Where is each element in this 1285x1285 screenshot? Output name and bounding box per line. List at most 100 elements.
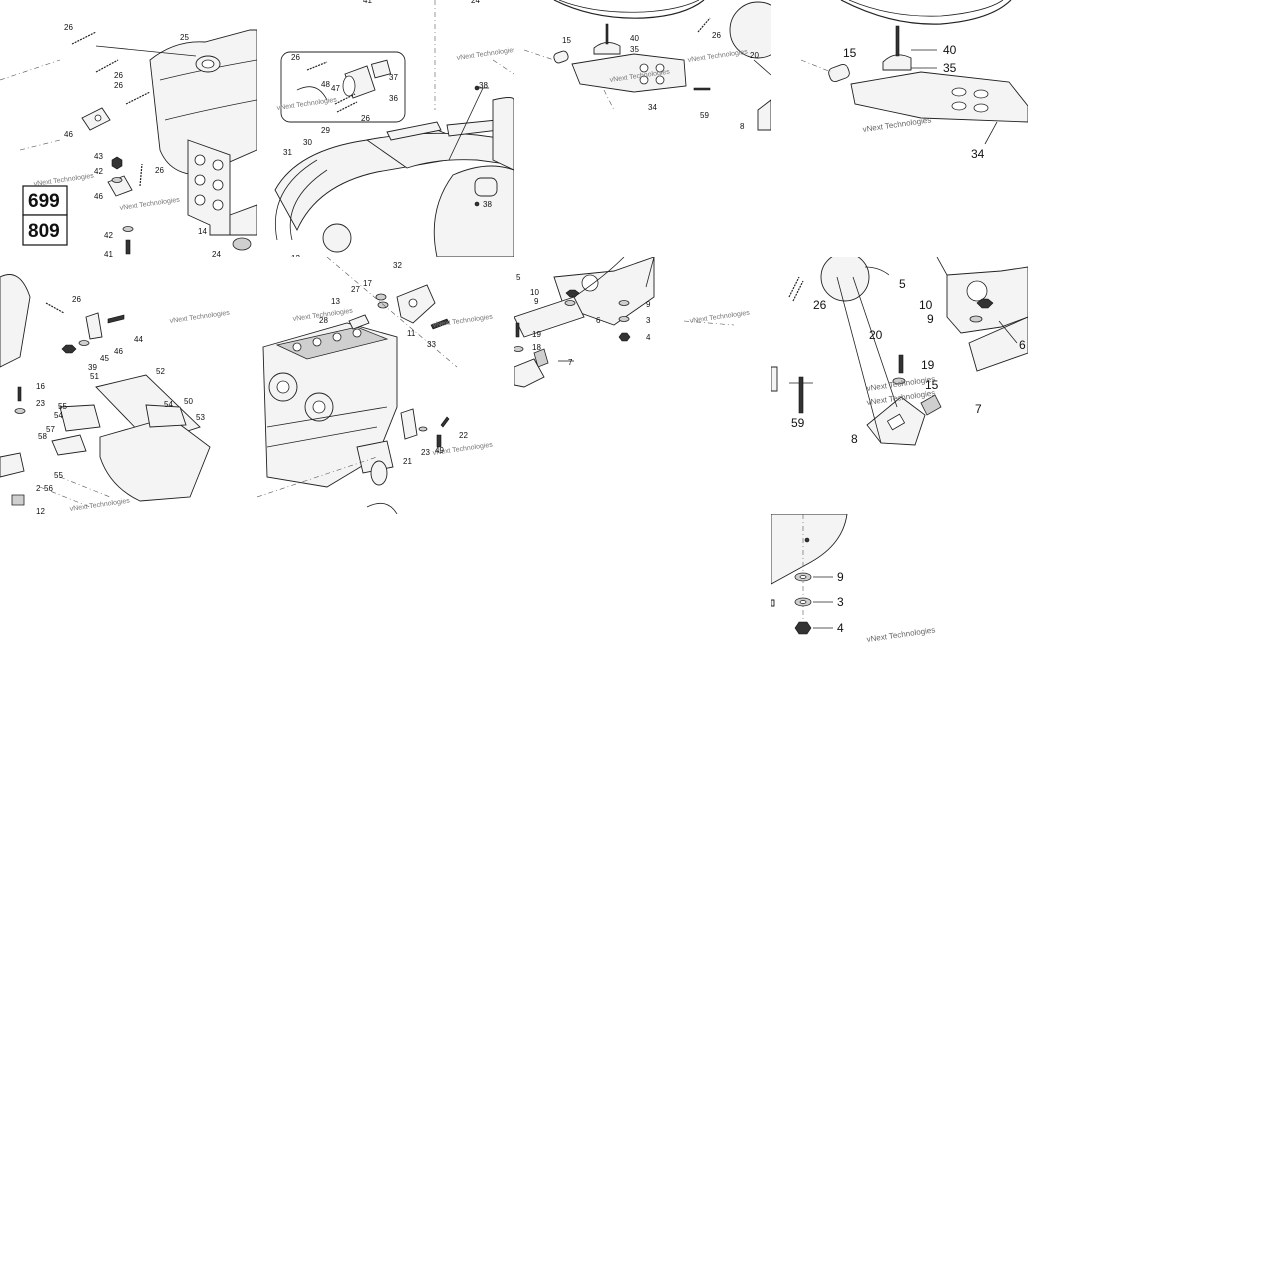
callout-labels: 9 3 4	[837, 570, 844, 635]
rivet-40	[605, 23, 609, 45]
svg-text:9: 9	[837, 570, 844, 584]
svg-text:59: 59	[700, 111, 709, 120]
spring-26-c	[125, 91, 151, 105]
flange-37	[370, 59, 392, 79]
bolt-33	[430, 318, 450, 330]
spring-26-d	[139, 163, 143, 187]
svg-text:30: 30	[303, 138, 312, 147]
plate-edge	[771, 514, 848, 585]
washer-42-a	[111, 177, 123, 183]
detail-circle	[729, 1, 771, 59]
svg-text:26: 26	[155, 166, 164, 175]
svg-text:21: 21	[403, 457, 412, 466]
svg-text:26: 26	[712, 31, 721, 40]
bolt-41	[125, 239, 131, 255]
washer-9-a	[564, 300, 576, 306]
washer-3	[618, 316, 630, 322]
svg-text:57: 57	[46, 425, 55, 434]
svg-text:20: 20	[869, 328, 883, 342]
callout-labels: 26 5 10 9 6 20 19 15 59 7 8	[791, 277, 1026, 446]
svg-text:45: 45	[100, 354, 109, 363]
svg-text:26: 26	[114, 71, 123, 80]
svg-text:26: 26	[114, 81, 123, 90]
svg-text:15: 15	[562, 36, 571, 45]
svg-text:10: 10	[919, 298, 933, 312]
nut-43	[111, 156, 123, 170]
plate-6	[968, 316, 1028, 372]
svg-text:19: 19	[921, 358, 935, 372]
model-code-box-699	[22, 185, 68, 216]
svg-text:52: 52	[156, 367, 165, 376]
diagram-tile-tuned-pipe: vNext Technologies vNext Technologies 41…	[257, 0, 514, 257]
svg-text:53: 53	[196, 413, 205, 422]
rivet-40	[895, 25, 900, 57]
watermark: vNext Technologies	[432, 314, 493, 329]
svg-text:24: 24	[212, 250, 221, 257]
callout-labels: 26 44 46 45 39 16 23 51 52 54 50 53 55 5…	[36, 295, 205, 514]
callout-labels: 15 40 35 34	[843, 43, 985, 161]
washer-18	[514, 346, 524, 352]
svg-text:37: 37	[389, 73, 398, 82]
svg-text:41: 41	[363, 0, 372, 5]
exhaust-muffler-drawing: 699 809 vNext Technologies vNext Technol…	[0, 23, 257, 257]
svg-text:40: 40	[943, 43, 957, 57]
rivet-59	[798, 376, 804, 414]
svg-text:49: 49	[435, 446, 444, 455]
svg-text:56: 56	[44, 484, 53, 493]
svg-text:41: 41	[104, 250, 113, 257]
svg-text:42: 42	[104, 231, 113, 240]
mount-7	[920, 394, 942, 416]
svg-text:12: 12	[36, 507, 45, 514]
svg-text:44: 44	[134, 335, 143, 344]
svg-text:33: 33	[427, 340, 436, 349]
svg-text:51: 51	[90, 372, 99, 381]
tuned-pipe-drawing: vNext Technologies vNext Technologies 41…	[274, 0, 514, 257]
svg-text:28: 28	[319, 316, 328, 325]
tab-46	[85, 312, 103, 340]
svg-text:54: 54	[164, 400, 173, 409]
mount-hardware-drawing: vNext Technologies 9 3 4	[771, 514, 936, 644]
svg-text:43: 43	[94, 152, 103, 161]
bolt-16	[17, 386, 22, 402]
spacer-15	[828, 63, 850, 83]
bolt-22	[440, 416, 450, 428]
coupler-38	[474, 177, 498, 197]
mount-35	[593, 42, 621, 55]
svg-text:59: 59	[791, 416, 805, 430]
svg-text:47: 47	[331, 84, 340, 93]
svg-text:46: 46	[64, 130, 73, 139]
bracket-14	[187, 139, 231, 236]
svg-text:55: 55	[58, 402, 67, 411]
washer-9-b	[618, 300, 630, 306]
svg-text:7: 7	[975, 402, 982, 416]
callout-labels: 41 24 26 37 48 36 47 26 38 29 30 31 38 1…	[283, 0, 492, 257]
svg-text:17: 17	[363, 279, 372, 288]
svg-text:11: 11	[407, 329, 416, 338]
svg-text:8: 8	[740, 122, 745, 131]
svg-text:18: 18	[532, 343, 541, 352]
svg-text:9: 9	[646, 300, 651, 309]
svg-text:9: 9	[534, 297, 539, 306]
svg-text:8: 8	[851, 432, 858, 446]
watermark: vNext Technologies	[866, 625, 936, 644]
svg-text:4: 4	[646, 333, 651, 342]
washer-23	[14, 408, 26, 414]
model-code-809: 809	[28, 221, 60, 242]
shield-54	[59, 404, 101, 432]
watermark: vNext Technologies	[69, 498, 130, 513]
nut-4	[618, 332, 631, 342]
exhaust-manifold	[433, 165, 514, 257]
svg-text:38: 38	[483, 200, 492, 209]
callout-labels: 32 17 27 13 28 11 33 21 23 49 22	[319, 261, 468, 466]
nut-45	[61, 344, 77, 354]
mount-7	[533, 348, 549, 368]
diagram-tile-mount-hardware: vNext Technologies 9 3 4	[771, 514, 1028, 771]
shield-53	[145, 404, 187, 428]
svg-text:46: 46	[114, 347, 123, 356]
svg-text:23: 23	[36, 399, 45, 408]
svg-text:26: 26	[64, 23, 73, 32]
svg-text:15: 15	[843, 46, 857, 60]
svg-text:5: 5	[516, 273, 521, 282]
plate-6	[514, 296, 585, 338]
model-code-699: 699	[28, 191, 60, 212]
